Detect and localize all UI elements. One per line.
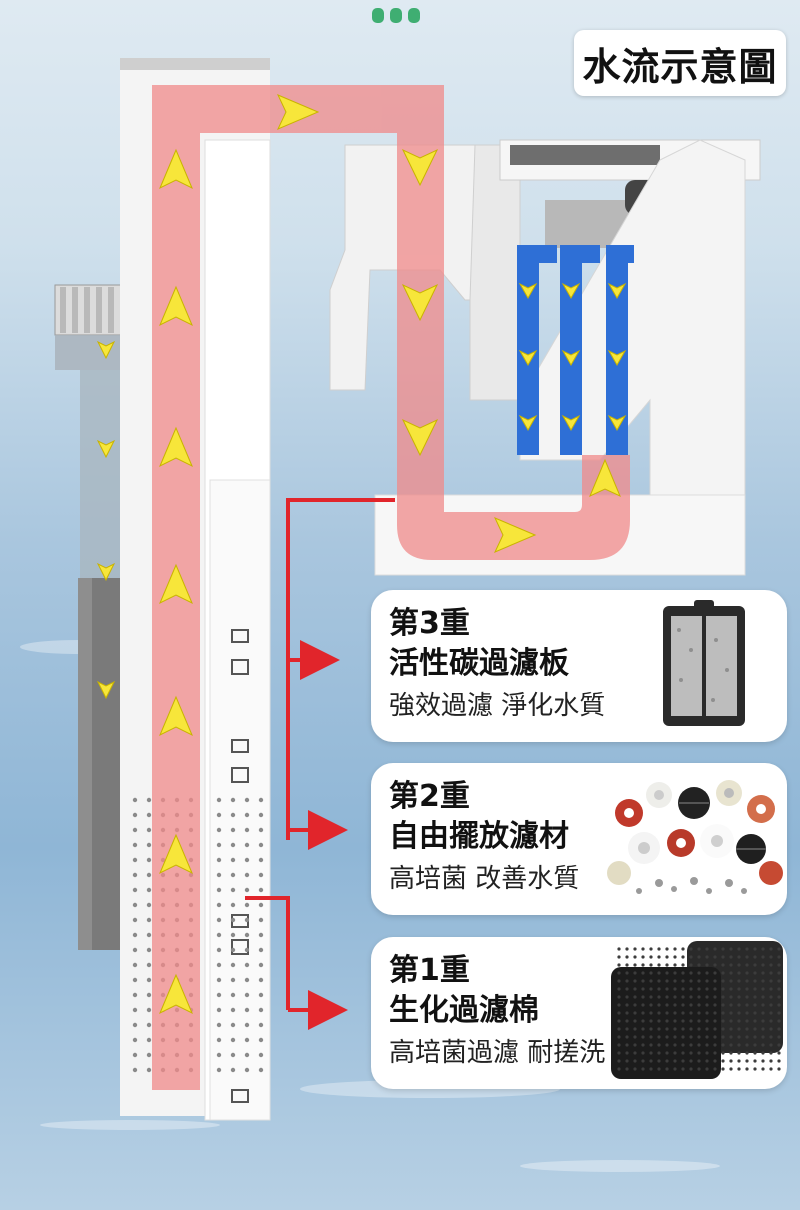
stage-pointers — [245, 498, 395, 1030]
stage-name: 自由擺放濾材 — [389, 819, 569, 854]
blue-flow-pipes — [517, 245, 634, 455]
stage-card-1: 第1重 生化過濾棉 高培菌過濾 耐搓洗 — [371, 937, 787, 1089]
stage-card-2: 第2重 自由擺放濾材 高培菌 改善水質 — [371, 763, 787, 915]
stage-label: 第2重 — [389, 779, 470, 814]
dot — [408, 8, 420, 23]
flow-arrows — [96, 94, 627, 1015]
stage-label: 第3重 — [389, 606, 470, 641]
dot — [390, 8, 402, 23]
stage-name: 生化過濾棉 — [389, 993, 539, 1028]
dot — [372, 8, 384, 23]
pagination-dots — [372, 8, 420, 23]
stage-desc: 高培菌過濾 耐搓洗 — [389, 1038, 606, 1068]
stage-name: 活性碳過濾板 — [389, 646, 569, 681]
stage-label: 第1重 — [389, 953, 470, 988]
stage-card-3: 第3重 活性碳過濾板 強效過濾 淨化水質 — [371, 590, 787, 742]
hang-on-tank — [329, 139, 761, 576]
stage-desc: 高培菌 改善水質 — [389, 864, 580, 894]
diagram-title-text: 水流示意圖 — [582, 44, 778, 89]
diagram-title: 水流示意圖 — [574, 30, 786, 96]
intake-pipe — [54, 284, 176, 950]
filter-media-rings-icon — [607, 780, 783, 894]
carbon-filter-plate-icon — [663, 600, 745, 726]
bio-sponge-icon — [611, 941, 783, 1079]
stage-desc: 強效過濾 淨化水質 — [389, 691, 606, 721]
